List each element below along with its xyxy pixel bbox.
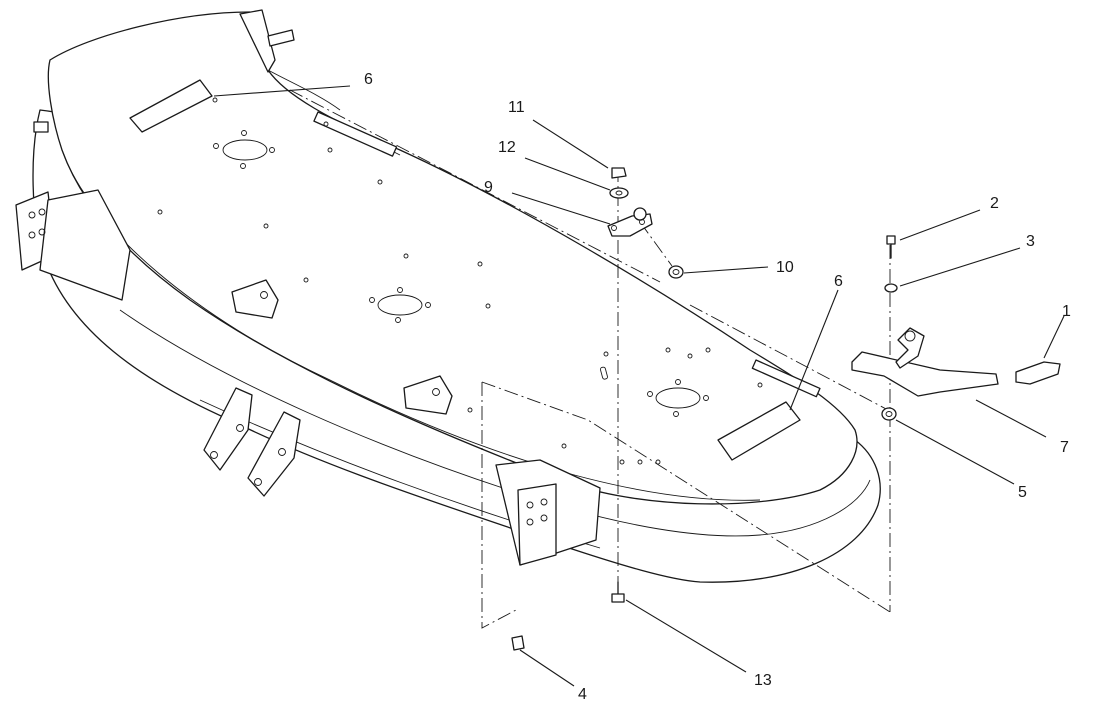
- decal-front: [717, 401, 801, 461]
- front-hitch-bracket-right: [247, 411, 301, 497]
- callout-13: 13: [754, 672, 772, 689]
- callout-1: 1: [1062, 303, 1071, 320]
- callout-4: 4: [578, 686, 587, 703]
- deck-rear-pin: [267, 29, 295, 47]
- spindle-hole-mid: [377, 294, 423, 316]
- callout-3: 3: [1026, 233, 1035, 250]
- top-tab-left: [231, 279, 279, 319]
- part-7-lever: [851, 327, 999, 397]
- leader-lines: [213, 85, 1065, 687]
- part-12-washer: [609, 187, 629, 199]
- deck-rear-post: [239, 9, 276, 73]
- top-tab-center: [403, 375, 453, 415]
- callout-12: 12: [498, 139, 516, 156]
- center-front-plate: [517, 483, 557, 566]
- callout-labels: 6 11 12 9 10 2 3 1 6 7 5 13 4: [364, 71, 1071, 703]
- part-9-bracket: [607, 207, 653, 237]
- callout-10: 10: [776, 259, 794, 276]
- part-4-nut: [511, 635, 525, 651]
- callout-7: 7: [1060, 439, 1069, 456]
- callout-5: 5: [1018, 484, 1027, 501]
- left-fitting: [33, 121, 49, 133]
- front-hitch-bracket-left: [203, 387, 253, 471]
- mower-deck: [15, 9, 881, 583]
- part-13-bolt: [611, 581, 625, 603]
- assembly-centerlines: [289, 89, 891, 629]
- decal-rear: [129, 79, 213, 133]
- part-10-ring: [668, 265, 684, 279]
- left-side-mount: [39, 189, 131, 301]
- part-3-washer: [884, 283, 898, 293]
- spindle-hole-rear: [222, 139, 268, 161]
- part-1-grip: [1015, 361, 1061, 385]
- callout-11: 11: [508, 99, 525, 116]
- spindle-hole-front: [655, 387, 701, 409]
- part-2-bolt: [886, 235, 896, 259]
- deck-rear-strip: [313, 111, 398, 157]
- deck-mounting-holes: [157, 97, 763, 465]
- callout-6-rear: 6: [364, 71, 373, 88]
- deck-top-plate: [47, 11, 858, 505]
- part-5-washer: [881, 407, 897, 421]
- part-11-nut: [611, 167, 627, 179]
- callout-9: 9: [484, 179, 493, 196]
- callout-2: 2: [990, 195, 999, 212]
- callout-6-front: 6: [834, 273, 843, 290]
- deck-front-strip: [751, 359, 821, 398]
